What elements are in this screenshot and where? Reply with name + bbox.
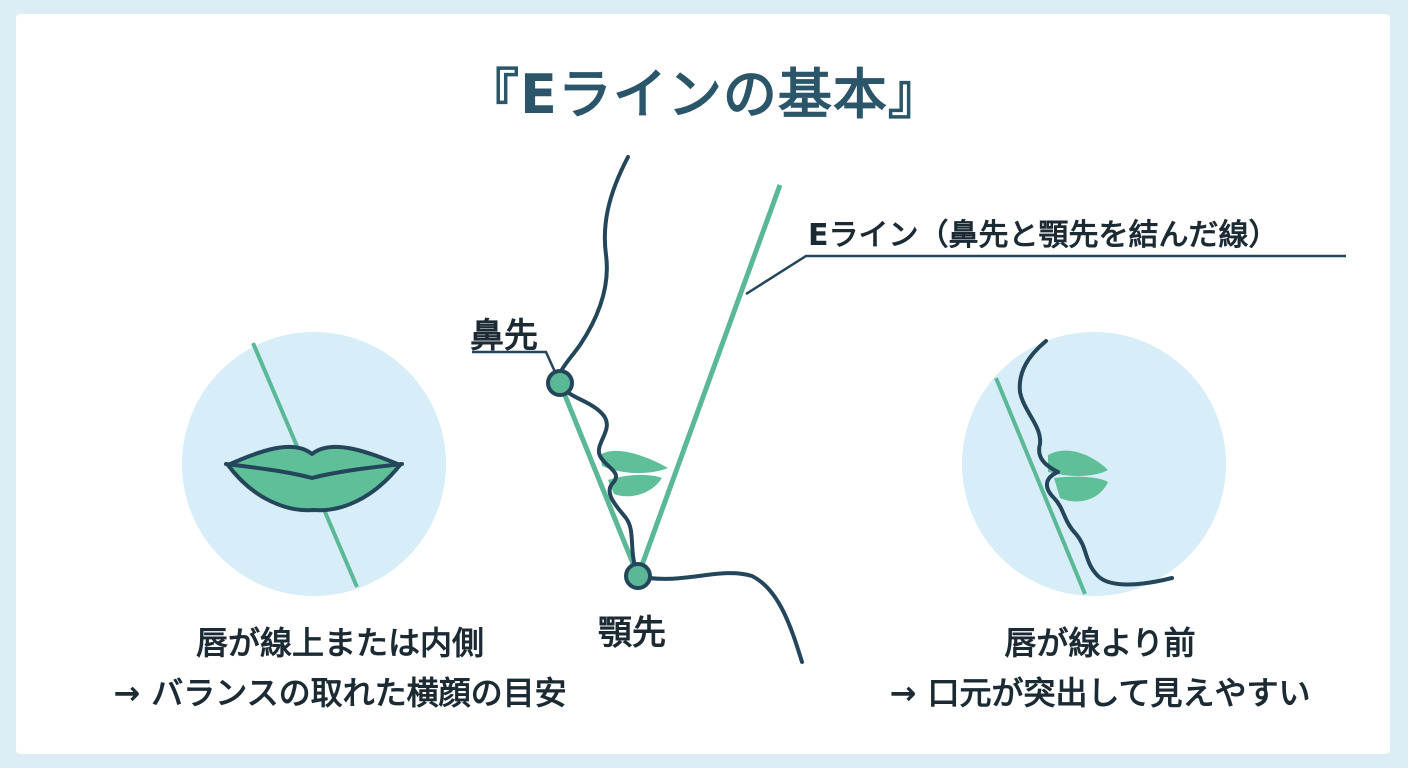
chin-tip-marker xyxy=(624,562,652,590)
right-caption-line2: → 口元が突出して見えやすい xyxy=(889,674,1311,712)
nose-tip-marker xyxy=(546,369,574,397)
profile-guide-line xyxy=(557,382,641,577)
face-profile-outline xyxy=(557,155,640,578)
left-caption: 唇が線上または内側 → バランスの取れた横顔の目安 xyxy=(60,618,620,718)
right-example-illustration xyxy=(962,332,1226,596)
right-e-line xyxy=(994,377,1087,595)
jaw-neck-outline xyxy=(636,571,804,664)
e-line-label: Eライン（鼻先と顎先を結んだ線） xyxy=(808,218,1279,253)
right-profile-outline xyxy=(1017,339,1174,587)
upper-lip-shape xyxy=(1048,450,1108,476)
center-lower-lip xyxy=(608,474,662,497)
e-line xyxy=(635,184,783,577)
chin-tip-label: 顎先 xyxy=(598,613,666,653)
lower-lip-shape xyxy=(1054,476,1108,502)
lip-line xyxy=(224,462,404,481)
e-line-leader-line xyxy=(745,254,1346,296)
center-profile-illustration xyxy=(472,155,1346,664)
left-example-illustration xyxy=(182,332,446,596)
nose-tip-label: 鼻先 xyxy=(470,316,538,356)
left-caption-line1: 唇が線上または内側 xyxy=(195,624,484,662)
center-upper-lip xyxy=(600,450,668,474)
right-caption: 唇が線より前 → 口元が突出して見えやすい xyxy=(830,618,1370,718)
page-title: 『Eラインの基本』 xyxy=(465,63,943,126)
left-caption-line2: → バランスの取れた横顔の目安 xyxy=(113,674,567,712)
right-caption-line1: 唇が線より前 xyxy=(1004,624,1196,662)
